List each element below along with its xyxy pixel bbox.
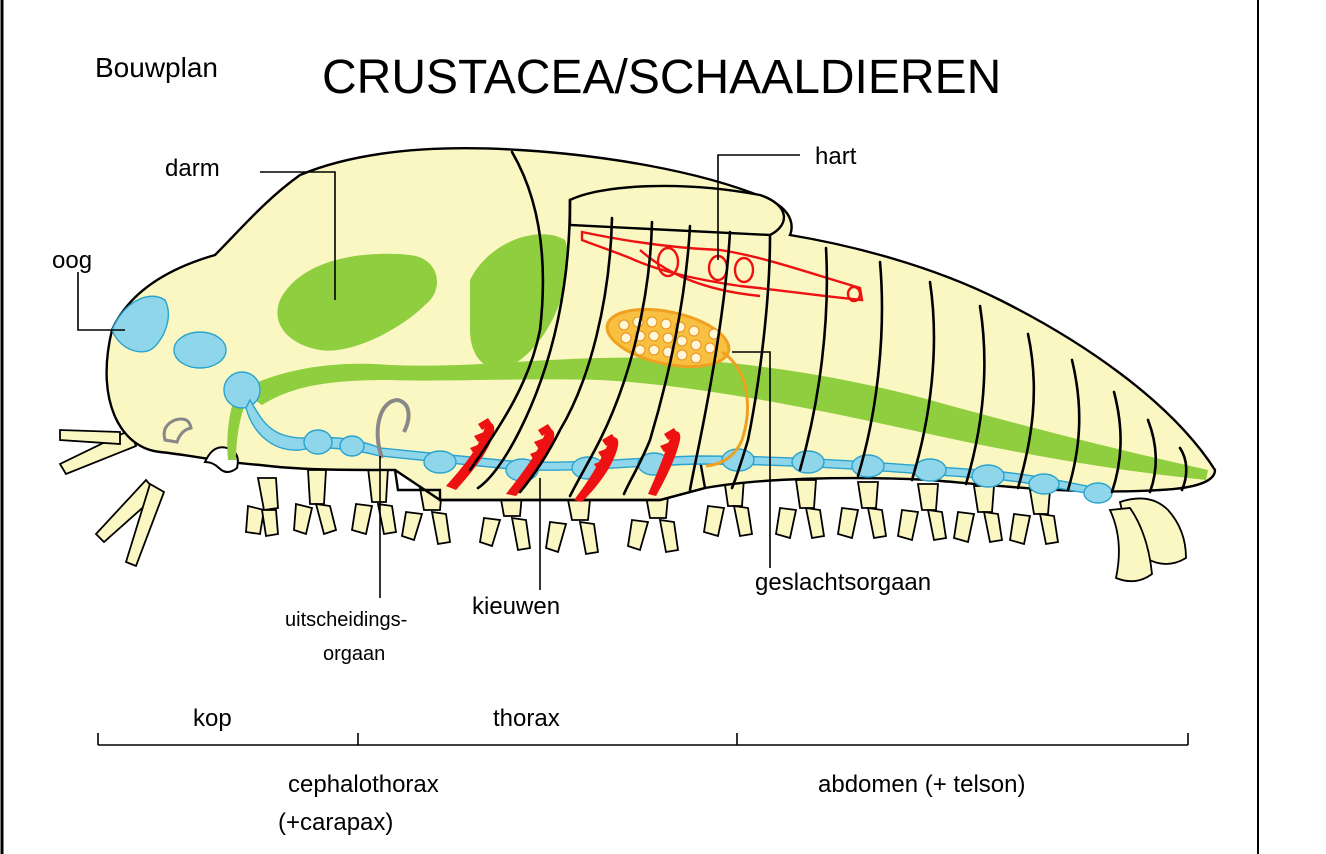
leg [776,480,824,538]
region-abdomen: abdomen (+ telson) [818,771,1025,798]
leg [898,484,946,540]
region-scale [98,733,1188,745]
page-title: CRUSTACEA/SCHAALDIEREN [322,51,1001,104]
leg [546,500,598,554]
region-cephalothorax-line2: (+carapax) [278,809,393,836]
leg [352,468,396,534]
region-thorax: thorax [493,705,560,732]
label-geslachtsorgaan: geslachtsorgaan [755,569,931,596]
region-kop: kop [193,705,232,732]
leg [1010,490,1058,544]
carapax-hood [570,186,784,235]
leg [954,486,1002,542]
leg [480,494,530,550]
leg [628,496,678,552]
label-uitscheidings-line1: uitscheidings- [285,609,407,631]
leg [294,470,336,534]
label-darm: darm [165,155,220,182]
label-oog: oog [52,247,92,274]
telson [1110,498,1186,581]
title-prefix: Bouwplan [95,52,218,83]
label-kieuwen: kieuwen [472,593,560,620]
label-uitscheidings-line2: orgaan [323,643,385,665]
region-cephalothorax-line1: cephalothorax [288,771,439,798]
leg [838,482,886,538]
leg [246,478,278,536]
label-hart: hart [815,143,857,170]
